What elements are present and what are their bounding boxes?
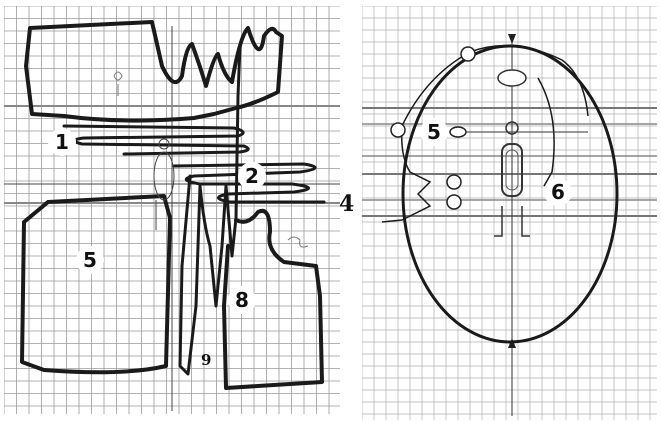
mark-9: 9	[201, 352, 211, 368]
mark-4: 4	[339, 196, 354, 212]
trace-central-loops	[180, 46, 240, 374]
marker-mid-2	[447, 195, 461, 209]
outer-ellipse	[403, 46, 617, 342]
label-1: 1	[48, 128, 76, 156]
sketch-mark-top	[114, 72, 122, 96]
left-drawing	[4, 6, 340, 414]
label-8: 8	[228, 286, 256, 314]
figure-body	[154, 152, 174, 200]
sketch-mark-right	[288, 237, 308, 247]
marker-5-pointer	[450, 127, 466, 137]
marker-top	[461, 47, 475, 61]
right-drawing	[362, 6, 657, 420]
axis-arrow-top	[508, 34, 516, 44]
trace-top-arc	[470, 46, 588, 116]
label-6-right: 6	[544, 178, 572, 206]
trace-region-5	[22, 196, 170, 372]
marker-mid-1	[447, 175, 461, 189]
right-grid	[362, 6, 657, 420]
label-5-right: 5	[420, 118, 448, 146]
label-2: 2	[238, 162, 266, 190]
right-chart-panel: 5 6	[362, 6, 657, 420]
marker-left	[391, 123, 405, 137]
label-5: 5	[76, 246, 104, 274]
figure-leg-left	[494, 206, 502, 236]
inner-head-ellipse	[498, 70, 526, 86]
left-chart-panel: 1 2 5 8 9	[4, 6, 340, 414]
figure-leg-right	[522, 206, 530, 236]
